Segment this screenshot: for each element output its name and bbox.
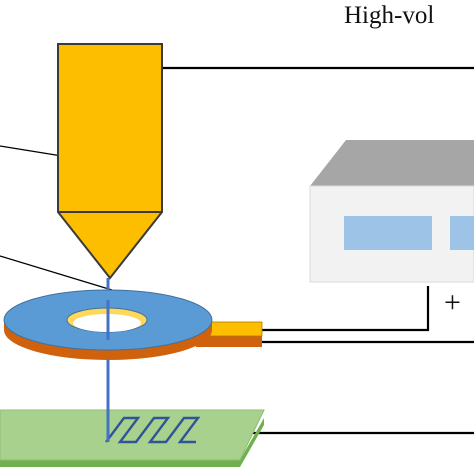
printed-serpentine-trace — [105, 416, 201, 444]
leader-lines — [0, 145, 113, 291]
ring-side-face — [4, 320, 212, 360]
wires — [162, 66, 474, 435]
high-voltage-label: High-vol — [344, 2, 435, 29]
nozzle-leader-line — [0, 145, 63, 157]
ring-to-supply-wire — [262, 286, 430, 332]
substrate-side-face — [0, 418, 264, 467]
ring-electrode — [3, 289, 263, 360]
supply-display-panel — [344, 216, 432, 250]
substrate-top-face — [0, 409, 265, 461]
nozzle — [57, 43, 163, 280]
high-voltage-supply — [309, 140, 474, 283]
positive-terminal-label: + — [444, 286, 461, 319]
supply-display-panel-2 — [450, 216, 474, 250]
substrate — [0, 409, 265, 467]
nozzle-body — [57, 43, 163, 280]
supply-top-face — [310, 140, 474, 186]
meniscus-leader-line — [0, 255, 113, 291]
